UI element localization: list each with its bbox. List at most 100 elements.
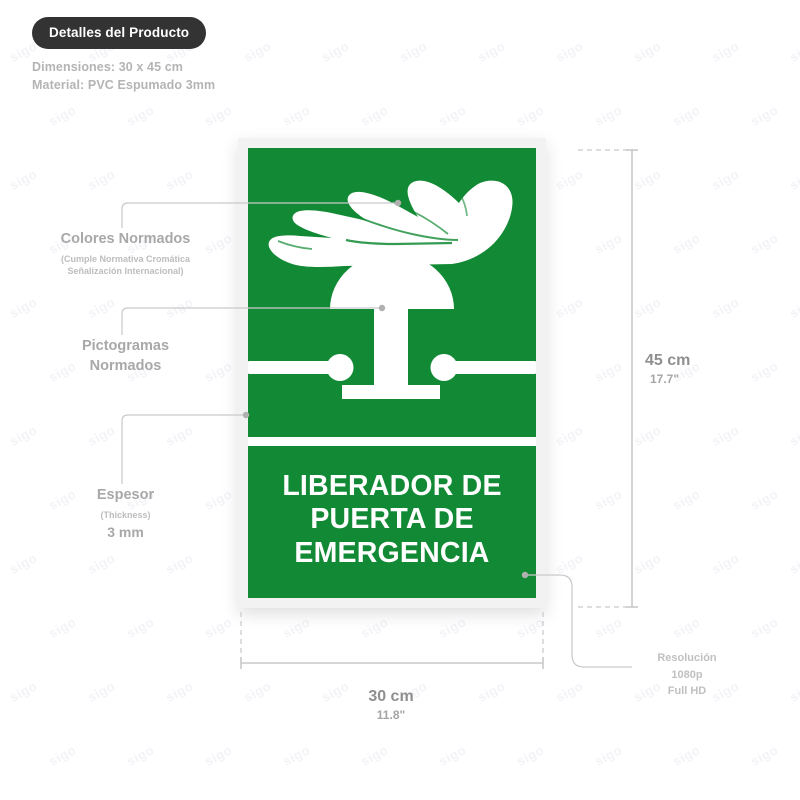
watermark-text: sigo <box>436 742 469 769</box>
watermark-text: sigo <box>85 678 118 705</box>
watermark-text: sigo <box>0 0 1 1</box>
watermark-text: sigo <box>85 422 118 449</box>
dimension-width-cm: 30 cm <box>368 688 414 705</box>
watermark-text: sigo <box>280 0 312 1</box>
watermark-text: sigo <box>514 102 547 129</box>
watermark-text: sigo <box>358 614 391 641</box>
watermark-text: sigo <box>7 422 40 449</box>
watermark-text: sigo <box>592 614 625 641</box>
watermark-text: sigo <box>436 614 469 641</box>
watermark-text: sigo <box>46 614 79 641</box>
watermark-text: sigo <box>748 358 781 385</box>
resolution-label: Resolución <box>657 652 717 664</box>
watermark-text: sigo <box>553 422 586 449</box>
header-material-text: Material: PVC Espumado 3mm <box>32 78 216 92</box>
product-details-header: Detalles del Producto Dimensiones: 30 x … <box>32 17 215 92</box>
watermark-text: sigo <box>163 294 196 321</box>
annotation-pictogramas-normados: Pictogramas Normados <box>18 337 233 376</box>
watermark-text: sigo <box>0 358 1 385</box>
watermark-text: sigo <box>787 38 800 65</box>
watermark-text: sigo <box>592 358 625 385</box>
watermark-text: sigo <box>0 230 1 257</box>
header-dimensions-text: Dimensiones: 30 x 45 cm <box>32 60 183 74</box>
watermark-text: sigo <box>514 742 547 769</box>
watermark-text: sigo <box>748 230 781 257</box>
watermark-text: sigo <box>46 0 78 1</box>
watermark-text: sigo <box>631 166 664 193</box>
watermark-text: sigo <box>553 550 586 577</box>
watermark-text: sigo <box>514 614 547 641</box>
watermark-text: sigo <box>787 422 800 449</box>
product-details-pill: Detalles del Producto <box>32 17 207 49</box>
watermark-text: sigo <box>631 38 664 65</box>
watermark-text: sigo <box>280 102 313 129</box>
watermark-text: sigo <box>0 614 1 641</box>
sign-inner: LIBERADOR DE PUERTA DE EMERGENCIA <box>248 148 536 598</box>
watermark-text: sigo <box>709 294 742 321</box>
resolution-quality: Full HD <box>667 685 707 697</box>
watermark-text: sigo <box>670 742 703 769</box>
watermark-text: sigo <box>241 38 274 65</box>
watermark-text: sigo <box>241 678 274 705</box>
watermark-text: sigo <box>124 0 156 1</box>
watermark-text: sigo <box>319 38 352 65</box>
annotation-espesor-title: Espesor <box>96 487 155 503</box>
watermark-text: sigo <box>7 166 40 193</box>
watermark-text: sigo <box>631 550 664 577</box>
watermark-text: sigo <box>475 38 508 65</box>
watermark-text: sigo <box>202 614 235 641</box>
watermark-text: sigo <box>85 166 118 193</box>
annotation-espesor: Espesor (Thickness) 3 mm <box>18 486 233 540</box>
watermark-text: sigo <box>553 166 586 193</box>
watermark-text: sigo <box>397 38 430 65</box>
watermark-text: sigo <box>670 102 703 129</box>
watermark-text: sigo <box>0 102 1 129</box>
watermark-text: sigo <box>358 0 390 1</box>
watermark-text: sigo <box>553 678 586 705</box>
watermark-text: sigo <box>631 422 664 449</box>
watermark-text: sigo <box>280 742 313 769</box>
watermark-text: sigo <box>748 102 781 129</box>
watermark-text: sigo <box>0 742 1 769</box>
annotation-espesor-value: 3 mm <box>107 524 144 541</box>
resolution-note: Resolución 1080p Full HD <box>632 650 742 700</box>
watermark-text: sigo <box>0 486 1 513</box>
sign-text-line-1: LIBERADOR DE <box>282 469 502 502</box>
watermark-text: sigo <box>787 166 800 193</box>
watermark-text: sigo <box>7 550 40 577</box>
watermark-text: sigo <box>163 550 196 577</box>
dimension-height-cm: 45 cm <box>645 352 691 369</box>
annotation-colores-subtitle-line2: Señalización Internacional) <box>67 266 184 277</box>
watermark-text: sigo <box>748 614 781 641</box>
emergency-door-release-icon <box>248 180 536 399</box>
watermark-text: sigo <box>592 102 625 129</box>
annotation-colores-normados: Colores Normados (Cumple Normativa Cromá… <box>18 230 233 278</box>
sign-text-line-3: EMERGENCIA <box>294 536 490 569</box>
watermark-text: sigo <box>592 230 625 257</box>
dimension-height-label: 45 cm 17.7" <box>645 352 690 386</box>
product-sign: LIBERADOR DE PUERTA DE EMERGENCIA <box>238 138 546 608</box>
sign-text-line-2: PUERTA DE <box>310 503 474 536</box>
watermark-text: sigo <box>46 102 79 129</box>
watermark-text: sigo <box>514 0 546 1</box>
watermark-text: sigo <box>163 166 196 193</box>
leader-line-espesor <box>121 414 244 484</box>
dimension-height-inches: 17.7" <box>650 372 680 386</box>
watermark-text: sigo <box>553 294 586 321</box>
resolution-value: 1080p <box>671 668 703 681</box>
annotation-pictogramas-title-line1: Pictogramas <box>81 338 170 354</box>
watermark-text: sigo <box>124 614 157 641</box>
watermark-text: sigo <box>124 102 157 129</box>
annotation-colores-subtitle-line1: (Cumple Normativa Cromática <box>60 253 191 264</box>
watermark-text: sigo <box>202 0 234 1</box>
watermark-text: sigo <box>748 0 780 1</box>
sign-text-panel: LIBERADOR DE PUERTA DE EMERGENCIA <box>248 446 536 598</box>
watermark-text: sigo <box>7 294 40 321</box>
sign-pictogram-panel <box>248 148 536 437</box>
watermark-text: sigo <box>358 102 391 129</box>
watermark-text: sigo <box>709 38 742 65</box>
watermark-text: sigo <box>787 294 800 321</box>
watermark-text: sigo <box>787 550 800 577</box>
watermark-text: sigo <box>787 678 800 705</box>
watermark-text: sigo <box>475 678 508 705</box>
